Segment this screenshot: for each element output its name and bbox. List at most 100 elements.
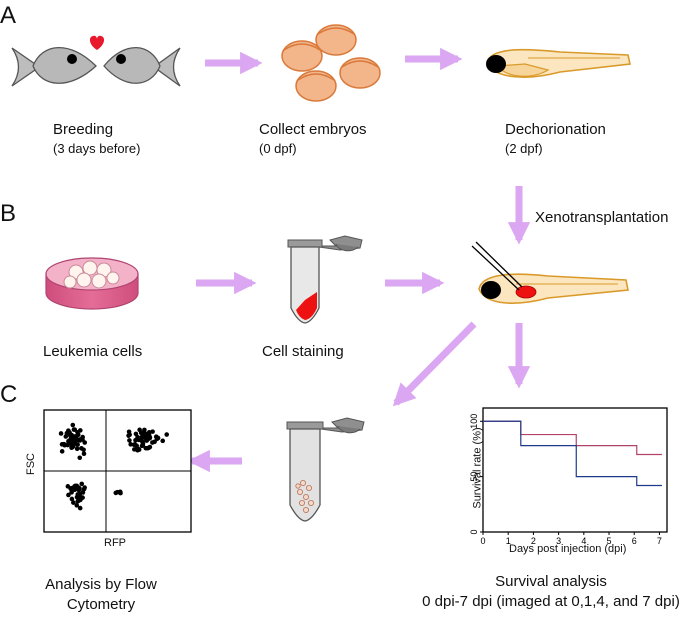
flow-dot: [147, 444, 153, 450]
flow-dots: [58, 422, 170, 511]
staining-label: Cell staining: [262, 343, 344, 360]
x-tick-label: 7: [657, 536, 662, 546]
flow-dot: [63, 434, 69, 439]
flow-dot: [66, 441, 71, 446]
flow-dot: [59, 442, 65, 447]
embryo: [295, 70, 337, 102]
y-tick-label: 50: [469, 472, 479, 482]
dechorionation-sub: (2 dpf): [505, 141, 543, 156]
flow-dot: [160, 438, 166, 444]
flow-dot: [67, 437, 73, 443]
x-tick-label: 2: [531, 536, 536, 546]
embryo-group: [281, 24, 381, 102]
flow-dot: [79, 481, 85, 487]
flow-dot: [71, 500, 76, 505]
collect-label: Collect embryos: [259, 121, 367, 138]
x-tick-label: 3: [556, 536, 561, 546]
chart-ylabel: Survival rate (%): [471, 427, 484, 509]
flow-dot: [152, 439, 157, 445]
flow-dot: [155, 435, 161, 441]
chart-frame: [482, 407, 668, 533]
flow-dot: [69, 490, 74, 495]
flow-xlabel: RFP: [104, 537, 126, 549]
leukemia-label: Leukemia cells: [43, 343, 143, 360]
flow-dot: [74, 503, 80, 508]
flow-dot: [117, 489, 123, 495]
flow-dot: [146, 435, 151, 441]
injection-needle: [475, 241, 523, 288]
survival-caption-line2: 0 dpi-7 dpi (imaged at 0,1,4, and 7 dpi): [422, 593, 680, 610]
flow-dot: [71, 435, 76, 440]
x-tick-label: 5: [607, 536, 612, 546]
flow-dot: [81, 451, 87, 457]
flow-dot: [77, 491, 82, 497]
embryo: [281, 40, 323, 72]
x-tick-label: 0: [480, 536, 485, 546]
flow-dot: [72, 427, 78, 432]
fish-left: [11, 46, 97, 87]
flow-dot: [65, 484, 71, 489]
flow-dot: [72, 487, 78, 492]
sample-tube: [286, 417, 365, 522]
flow-dot: [127, 438, 132, 443]
flow-caption-line2: Cytometry: [66, 596, 136, 613]
flow-dot: [128, 442, 133, 447]
y-tick-label: 100: [469, 414, 479, 429]
stain-tube: [287, 235, 363, 324]
panel-label-a: A: [0, 2, 17, 29]
sample-cells: [295, 479, 314, 513]
dechorionation-label: Dechorionation: [505, 121, 606, 138]
flow-dot: [67, 433, 73, 438]
flow-dot: [80, 434, 85, 440]
panel-label-c: C: [0, 381, 18, 408]
embryo: [315, 24, 357, 56]
flow-dot: [164, 432, 170, 437]
y-tick-label: 0: [469, 529, 479, 534]
flow-dot: [66, 428, 71, 433]
flow-dot: [59, 449, 65, 454]
flow-dot: [132, 442, 138, 447]
flow-caption-line1: Analysis by Flow: [45, 576, 157, 593]
x-tick-label: 4: [581, 536, 586, 546]
flow-dot: [127, 432, 132, 437]
flow-dot: [75, 498, 81, 504]
process-arrows: [187, 47, 531, 473]
flow-dot: [140, 441, 146, 446]
embryo: [339, 57, 381, 89]
breeding-label: Breeding: [53, 121, 114, 138]
flow-dot: [69, 496, 75, 502]
larva-injected: [471, 241, 629, 304]
survival-series-line: [483, 420, 662, 487]
fish-right: [103, 46, 181, 87]
flow-dot: [77, 455, 83, 461]
flow-dot: [142, 427, 147, 433]
chart-series: [483, 420, 662, 487]
flow-dot: [70, 442, 76, 448]
flow-dot: [136, 447, 142, 452]
x-tick-label: 6: [632, 536, 637, 546]
flow-dot: [135, 434, 140, 440]
flow-dot: [74, 446, 80, 452]
arrow-transplant-to-tube: [392, 321, 477, 407]
chart-xlabel: Days post injection (dpi): [509, 543, 627, 555]
flow-ylabel: FSC: [25, 453, 37, 475]
flow-dot: [82, 485, 87, 490]
flow-dot: [137, 427, 142, 433]
flow-dot: [150, 429, 155, 434]
flow-dot: [75, 484, 81, 490]
xenotransplantation-label: Xenotransplantation: [535, 209, 669, 226]
larva-dechorionated: [486, 48, 631, 78]
survival-caption-line1: Survival analysis: [495, 573, 607, 590]
flow-dot: [77, 505, 83, 511]
leukemia-dish: [45, 257, 139, 310]
flow-dot: [145, 431, 151, 437]
cell-cluster: [63, 260, 120, 289]
flow-dot: [70, 422, 76, 428]
flow-dot: [58, 431, 64, 436]
breeding-sub: (3 days before): [53, 141, 141, 156]
flow-dot: [66, 492, 71, 498]
flow-cytometry-plot: [43, 409, 192, 533]
flow-dot: [81, 447, 86, 453]
